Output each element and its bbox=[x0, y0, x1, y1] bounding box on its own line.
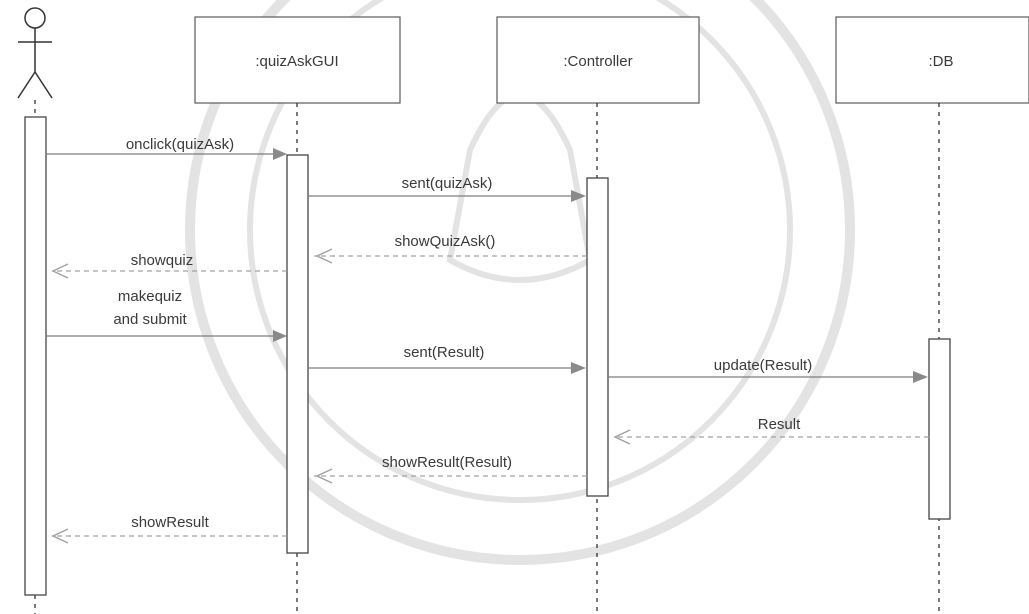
message-label-makequiz-line2: and submit bbox=[113, 311, 187, 328]
message-label-update-result: update(Result) bbox=[714, 357, 812, 374]
actor-right-leg bbox=[35, 72, 52, 98]
message-label-result: Result bbox=[758, 416, 801, 433]
activation-quiz-gui bbox=[287, 155, 308, 553]
lifeline-label-quiz-gui: :quizAskGUI bbox=[255, 53, 338, 70]
message-label-sent-quiz: sent(quizAsk) bbox=[402, 175, 493, 192]
lifeline-header-controller: :Controller bbox=[497, 17, 699, 103]
lifeline-label-db: :DB bbox=[928, 53, 953, 70]
activation-actor bbox=[25, 117, 46, 595]
message-update-result: update(Result) bbox=[608, 357, 928, 383]
lifeline-header-db: :DB bbox=[836, 17, 1029, 103]
activation-db bbox=[929, 339, 950, 519]
return-show-result-result: showResult(Result) bbox=[314, 454, 587, 483]
activation-controller bbox=[587, 178, 608, 496]
message-label-sent-result: sent(Result) bbox=[404, 344, 485, 361]
message-label-show-result-result: showResult(Result) bbox=[382, 454, 512, 471]
message-sent-result: sent(Result) bbox=[308, 344, 586, 374]
actor-user bbox=[18, 8, 52, 98]
lifeline-label-controller: :Controller bbox=[563, 53, 632, 70]
message-label-show-quiz-ask: showQuizAsk() bbox=[395, 233, 496, 250]
return-show-result: showResult bbox=[52, 514, 287, 543]
message-makequiz-submit: makequiz and submit bbox=[46, 288, 287, 342]
message-label-onclick: onclick(quizAsk) bbox=[126, 136, 234, 153]
actor-head bbox=[25, 8, 45, 28]
message-label-showquiz: showquiz bbox=[131, 252, 194, 269]
message-label-show-result: showResult bbox=[131, 514, 209, 531]
message-onclick: onclick(quizAsk) bbox=[46, 136, 287, 160]
actor-left-leg bbox=[18, 72, 35, 98]
message-label-makequiz-line1: makequiz bbox=[118, 288, 182, 305]
lifeline-header-quiz-gui: :quizAskGUI bbox=[195, 17, 400, 103]
message-sent-quiz: sent(quizAsk) bbox=[308, 175, 586, 202]
